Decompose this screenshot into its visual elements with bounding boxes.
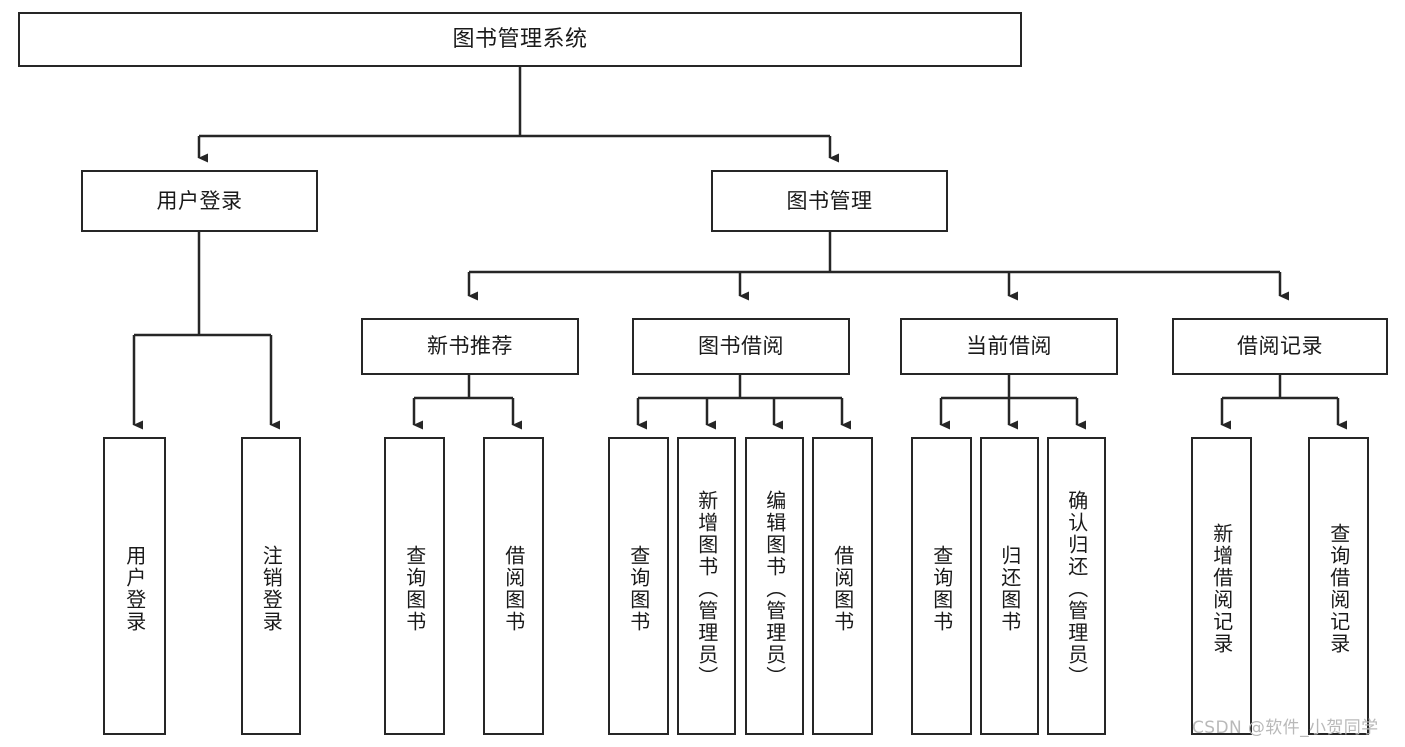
node-current-borrow[interactable]: 当前借阅	[900, 318, 1118, 375]
node-user-login[interactable]: 用户登录	[81, 170, 318, 232]
leaf-query-book-current[interactable]: 查询图书	[911, 437, 972, 735]
node-label: 查询借阅记录	[1326, 523, 1351, 655]
node-label: 用户登录	[122, 545, 147, 633]
node-label: 新增借阅记录	[1209, 523, 1234, 655]
node-label: 查询图书	[929, 545, 954, 633]
leaf-borrow-book[interactable]: 借阅图书	[812, 437, 873, 735]
leaf-query-book-recommend[interactable]: 查询图书	[384, 437, 445, 735]
csdn-watermark: CSDN @软件_小贺同学	[1192, 718, 1379, 738]
node-label: 用户登录	[156, 188, 243, 213]
leaf-query-borrow-record[interactable]: 查询借阅记录	[1308, 437, 1369, 735]
node-label: 借阅记录	[1237, 334, 1323, 359]
node-label: 注销登录	[259, 545, 284, 633]
node-label: 当前借阅	[966, 334, 1052, 359]
leaf-user-login[interactable]: 用户登录	[103, 437, 166, 735]
node-label: 借阅图书	[501, 545, 526, 633]
node-label: 归还图书	[997, 545, 1022, 633]
node-borrow-record[interactable]: 借阅记录	[1172, 318, 1388, 375]
node-label: 新书推荐	[427, 334, 513, 359]
node-label: 图书借阅	[698, 334, 784, 359]
node-label: 查询图书	[402, 545, 427, 633]
node-label: 查询图书	[626, 545, 651, 633]
leaf-confirm-return[interactable]: 确认归还（管理员）	[1047, 437, 1106, 735]
node-label: 确认归还（管理员）	[1064, 490, 1089, 688]
node-root-system[interactable]: 图书管理系统	[18, 12, 1022, 67]
leaf-edit-book[interactable]: 编辑图书（管理员）	[745, 437, 804, 735]
leaf-add-borrow-record[interactable]: 新增借阅记录	[1191, 437, 1252, 735]
leaf-add-book[interactable]: 新增图书（管理员）	[677, 437, 736, 735]
leaf-return-book[interactable]: 归还图书	[980, 437, 1039, 735]
node-label: 编辑图书（管理员）	[762, 490, 787, 688]
node-new-book-recommend[interactable]: 新书推荐	[361, 318, 579, 375]
leaf-logout[interactable]: 注销登录	[241, 437, 301, 735]
node-label: 图书管理系统	[452, 26, 588, 52]
node-label: 图书管理	[786, 188, 873, 213]
node-label: 借阅图书	[830, 545, 855, 633]
node-book-borrow[interactable]: 图书借阅	[632, 318, 850, 375]
leaf-borrow-book-recommend[interactable]: 借阅图书	[483, 437, 544, 735]
node-book-management[interactable]: 图书管理	[711, 170, 948, 232]
leaf-query-book-borrow[interactable]: 查询图书	[608, 437, 669, 735]
node-label: 新增图书（管理员）	[694, 490, 719, 688]
